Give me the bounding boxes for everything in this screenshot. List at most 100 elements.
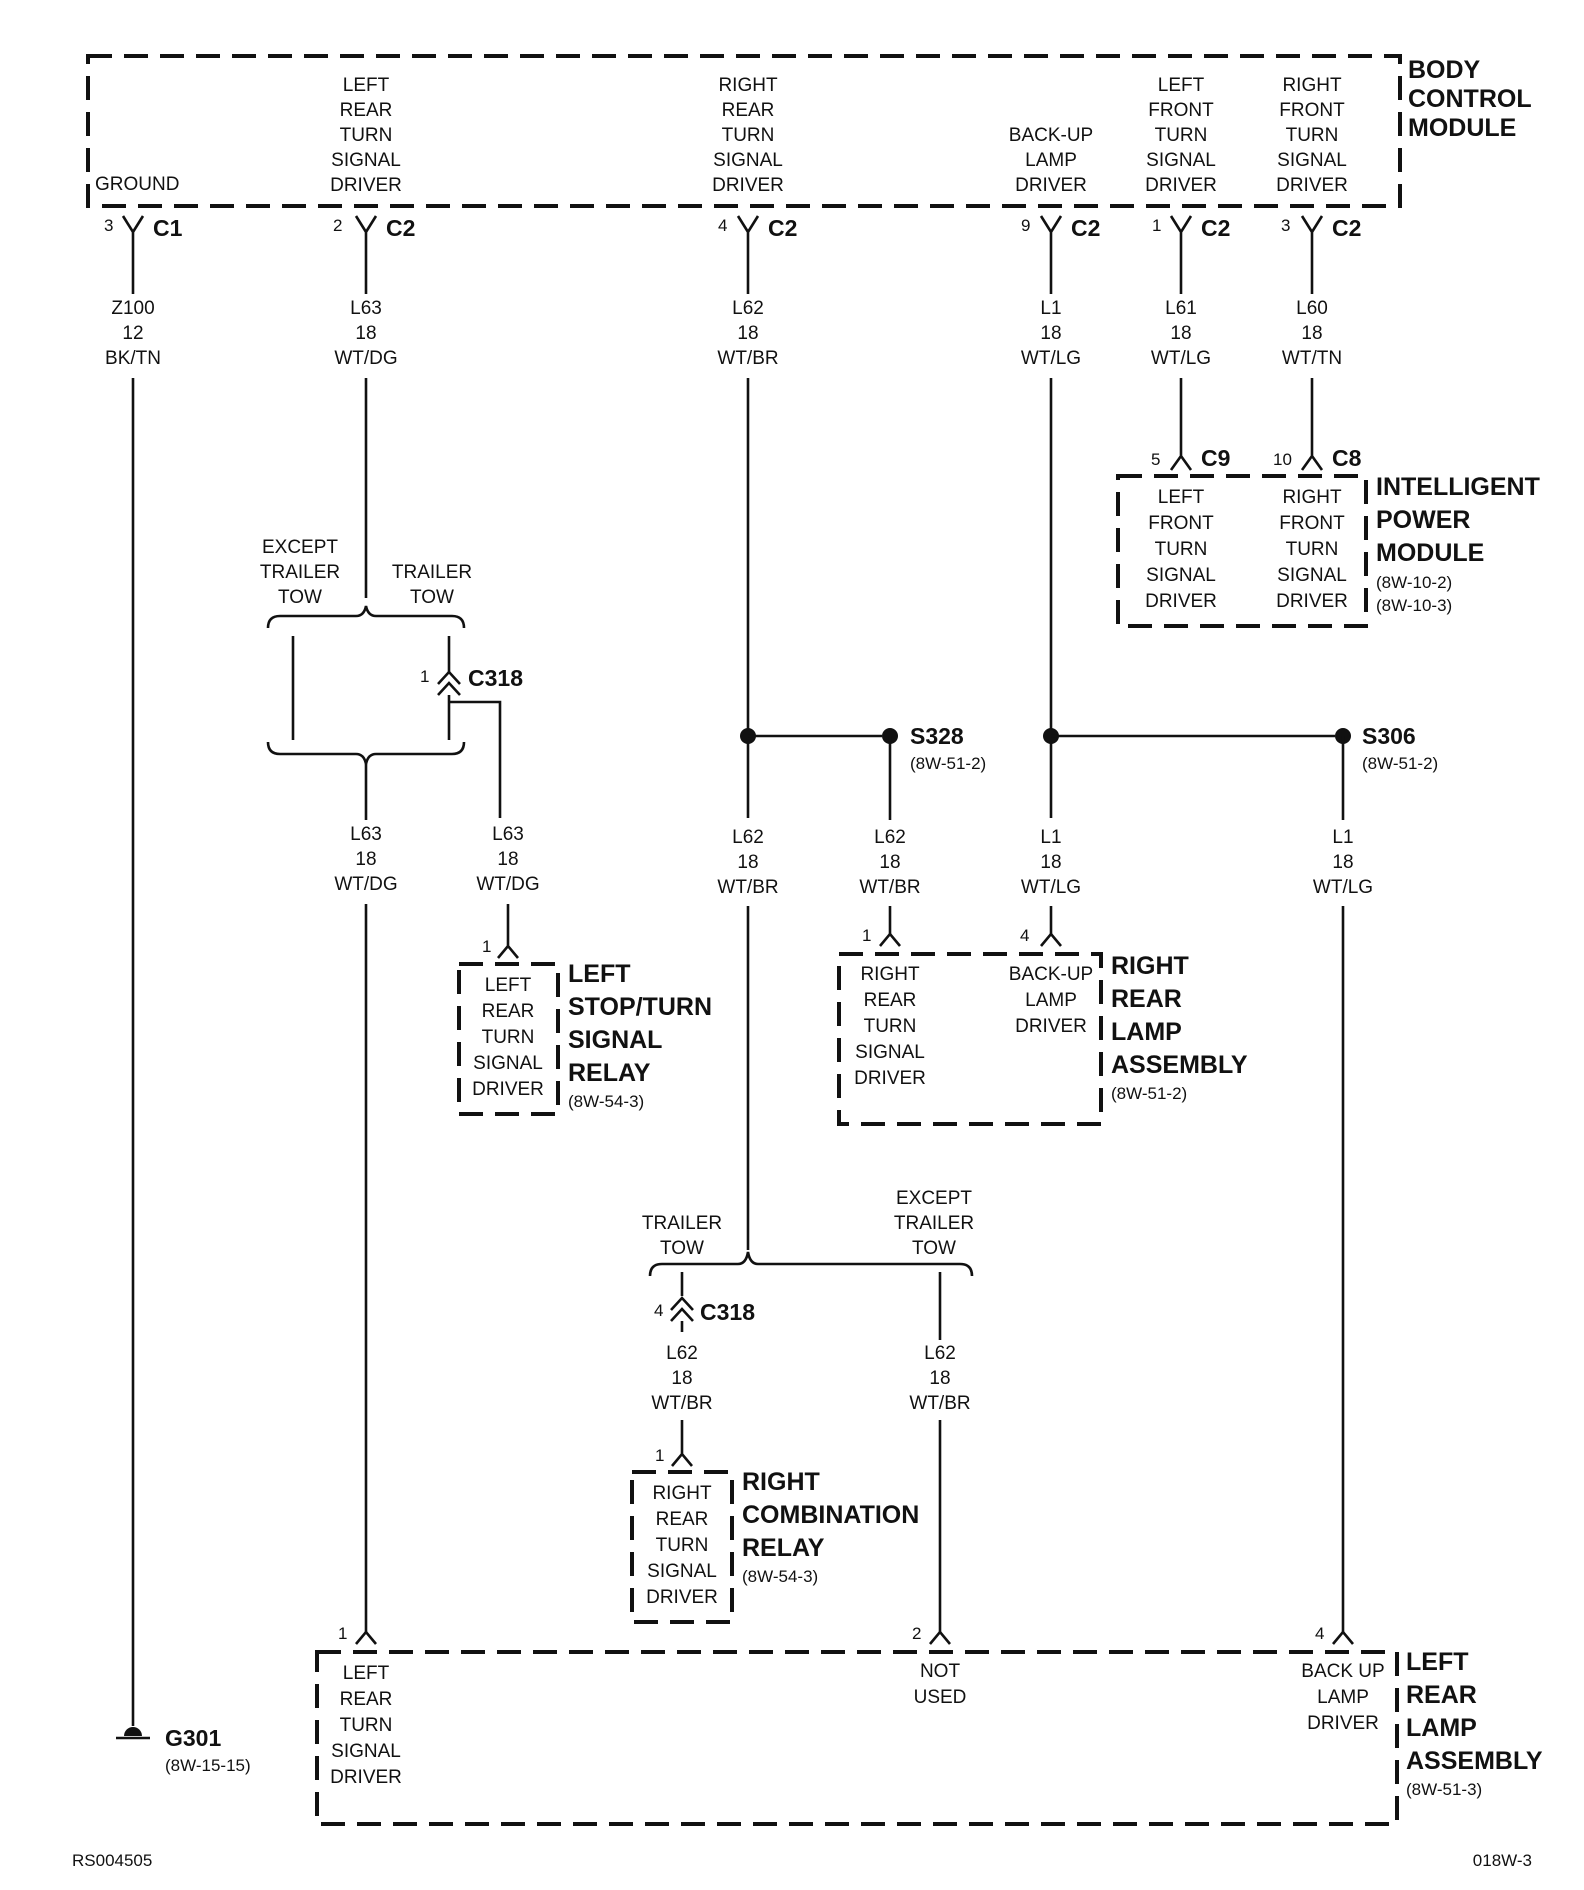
svg-text:(8W-51-3): (8W-51-3) xyxy=(1406,1780,1482,1799)
svg-text:FRONT: FRONT xyxy=(1279,100,1345,121)
svg-text:DRIVER: DRIVER xyxy=(1015,175,1087,196)
svg-text:TURN: TURN xyxy=(656,1535,709,1556)
svg-text:18: 18 xyxy=(355,323,376,344)
svg-text:SIGNAL: SIGNAL xyxy=(331,1741,401,1762)
rrla-title: RIGHT REAR LAMP ASSEMBLY (8W-51-2) xyxy=(1111,952,1248,1103)
lrla-not-used-label: NOT USED xyxy=(914,1661,967,1708)
svg-text:WT/BR: WT/BR xyxy=(651,1393,712,1414)
ipm-pin-c9: 5 C9 xyxy=(1151,445,1230,471)
svg-text:L62: L62 xyxy=(666,1343,698,1364)
svg-text:TOW: TOW xyxy=(278,587,322,608)
svg-text:(8W-51-2): (8W-51-2) xyxy=(1111,1084,1187,1103)
svg-text:L61: L61 xyxy=(1165,298,1197,319)
svg-text:DRIVER: DRIVER xyxy=(330,1767,402,1788)
ipm-right-front-label: RIGHT FRONT TURN SIGNAL DRIVER xyxy=(1276,487,1348,612)
svg-text:RIGHT: RIGHT xyxy=(718,75,778,96)
svg-text:LEFT: LEFT xyxy=(343,1663,390,1684)
svg-text:1: 1 xyxy=(338,1624,347,1643)
svg-text:EXCEPT: EXCEPT xyxy=(262,537,338,558)
svg-text:FRONT: FRONT xyxy=(1148,100,1214,121)
left-stop-turn-signal-relay-box xyxy=(457,962,560,1116)
svg-text:18: 18 xyxy=(929,1368,950,1389)
svg-text:L63: L63 xyxy=(492,824,524,845)
wire-l63-trailer xyxy=(449,700,502,818)
svg-text:WT/BR: WT/BR xyxy=(859,877,920,898)
svg-text:REAR: REAR xyxy=(722,100,775,121)
ground-icon xyxy=(124,1727,142,1736)
svg-text:SIGNAL: SIGNAL xyxy=(1277,150,1347,171)
splice-s306-label: S306 (8W-51-2) xyxy=(1362,723,1438,773)
svg-text:4: 4 xyxy=(1020,926,1029,945)
svg-text:LEFT: LEFT xyxy=(1158,75,1205,96)
branch1-bottom-brace xyxy=(266,741,466,765)
svg-text:S328: S328 xyxy=(910,723,964,749)
svg-text:LAMP: LAMP xyxy=(1025,150,1077,171)
svg-text:LEFT: LEFT xyxy=(568,960,631,988)
svg-text:BACK-UP: BACK-UP xyxy=(1009,964,1093,985)
svg-text:4: 4 xyxy=(1315,1624,1324,1643)
svg-text:TURN: TURN xyxy=(864,1016,917,1037)
svg-text:3: 3 xyxy=(1281,216,1290,235)
bcm-right-rear-turn-label: RIGHT REAR TURN SIGNAL DRIVER xyxy=(712,75,784,196)
svg-text:DRIVER: DRIVER xyxy=(330,175,402,196)
svg-text:L63: L63 xyxy=(350,298,382,319)
bcm-left-rear-turn-label: LEFT REAR TURN SIGNAL DRIVER xyxy=(330,75,402,196)
svg-text:MODULE: MODULE xyxy=(1376,539,1484,567)
svg-text:DRIVER: DRIVER xyxy=(472,1079,544,1100)
svg-text:SIGNAL: SIGNAL xyxy=(473,1053,543,1074)
svg-text:18: 18 xyxy=(1332,852,1353,873)
rcr-pin-1: 1 xyxy=(655,1446,693,1467)
svg-text:SIGNAL: SIGNAL xyxy=(1277,565,1347,586)
svg-text:C2: C2 xyxy=(1332,215,1361,241)
svg-text:SIGNAL: SIGNAL xyxy=(647,1561,717,1582)
splice-s328-label: S328 (8W-51-2) xyxy=(910,723,986,773)
svg-text:TURN: TURN xyxy=(340,125,393,146)
rrla-backup-label: BACK-UP LAMP DRIVER xyxy=(1009,964,1093,1037)
rrla-turn-label: RIGHT REAR TURN SIGNAL DRIVER xyxy=(854,964,926,1089)
rrla-pin-1: 1 xyxy=(862,926,901,947)
svg-text:18: 18 xyxy=(1040,852,1061,873)
svg-text:RIGHT: RIGHT xyxy=(1282,487,1342,508)
svg-text:LAMP: LAMP xyxy=(1317,1687,1369,1708)
wire-l1-s306-label: L1 18 WT/LG xyxy=(1313,827,1373,898)
svg-text:CONTROL: CONTROL xyxy=(1408,85,1532,113)
svg-text:BODY: BODY xyxy=(1408,56,1481,84)
lrla-turn-label: LEFT REAR TURN SIGNAL DRIVER xyxy=(330,1663,402,1788)
svg-text:DRIVER: DRIVER xyxy=(1276,591,1348,612)
svg-text:SIGNAL: SIGNAL xyxy=(568,1026,662,1054)
svg-text:C2: C2 xyxy=(768,215,797,241)
svg-text:2: 2 xyxy=(912,1624,921,1643)
svg-text:L62: L62 xyxy=(732,298,764,319)
svg-text:10: 10 xyxy=(1273,450,1292,469)
wire-l60-label: L60 18 WT/TN xyxy=(1282,298,1342,369)
svg-text:RIGHT: RIGHT xyxy=(1282,75,1342,96)
svg-text:C2: C2 xyxy=(1071,215,1100,241)
svg-text:REAR: REAR xyxy=(656,1509,709,1530)
figure-id-right: 018W-3 xyxy=(1473,1851,1532,1870)
lrla-pin-1: 1 xyxy=(338,1624,377,1645)
svg-text:SIGNAL: SIGNAL xyxy=(713,150,783,171)
svg-text:L62: L62 xyxy=(874,827,906,848)
svg-text:18: 18 xyxy=(671,1368,692,1389)
intelligent-power-module-box xyxy=(1116,474,1368,628)
svg-text:TOW: TOW xyxy=(912,1238,956,1259)
svg-text:ASSEMBLY: ASSEMBLY xyxy=(1406,1747,1543,1775)
svg-text:SIGNAL: SIGNAL xyxy=(331,150,401,171)
svg-text:LAMP: LAMP xyxy=(1111,1018,1182,1046)
svg-text:18: 18 xyxy=(497,849,518,870)
svg-text:TURN: TURN xyxy=(1286,539,1339,560)
svg-text:SIGNAL: SIGNAL xyxy=(855,1042,925,1063)
bcm-pin-c2-4: 4 C2 xyxy=(718,215,797,244)
ipm-title: INTELLIGENT POWER MODULE (8W-10-2) (8W-1… xyxy=(1376,473,1540,615)
wire-l1-mid-label: L1 18 WT/LG xyxy=(1021,827,1081,898)
svg-text:WT/TN: WT/TN xyxy=(1282,348,1342,369)
svg-text:LEFT: LEFT xyxy=(1158,487,1205,508)
svg-text:TRAILER: TRAILER xyxy=(260,562,340,583)
svg-text:NOT: NOT xyxy=(920,1661,961,1682)
svg-text:1: 1 xyxy=(420,667,429,686)
svg-text:G301: G301 xyxy=(165,1725,221,1751)
svg-text:RIGHT: RIGHT xyxy=(742,1468,820,1496)
branch2-except-trailer-tow-label: EXCEPT TRAILER TOW xyxy=(894,1188,974,1259)
wire-l63-top-label: L63 18 WT/DG xyxy=(334,298,397,369)
svg-text:SIGNAL: SIGNAL xyxy=(1146,565,1216,586)
